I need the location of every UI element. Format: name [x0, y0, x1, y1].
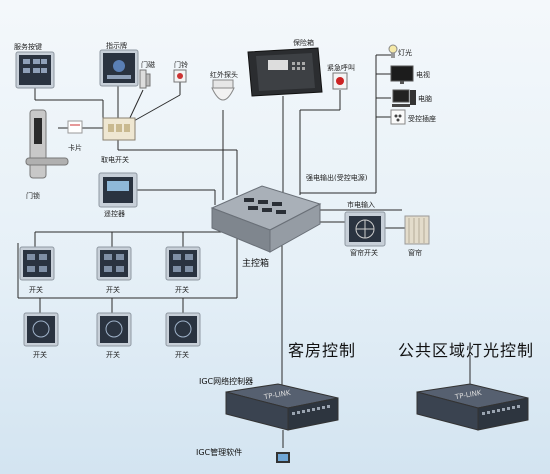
power-switch-label: 取电开关	[101, 156, 129, 164]
tv-label: 电视	[416, 71, 430, 79]
emergency-call-button	[332, 72, 348, 90]
lamp-label: 灯光	[398, 49, 412, 57]
switch-label-5: 开关	[106, 351, 120, 359]
main-control-box	[210, 185, 322, 253]
switch-label-6: 开关	[175, 351, 189, 359]
indicator-panel	[99, 49, 139, 87]
curtain-switch-label: 窗帘开关	[350, 249, 378, 257]
socket	[390, 109, 406, 125]
socket-label: 受控插座	[408, 115, 436, 123]
doorbell	[173, 69, 187, 83]
switch-panel-3	[165, 246, 201, 281]
switch-label-3: 开关	[175, 286, 189, 294]
room-control-title: 客房控制	[288, 341, 357, 360]
door-lock	[25, 109, 69, 179]
safe-label: 保险箱	[293, 39, 314, 47]
switch-panel-4	[23, 312, 59, 347]
curtain	[404, 215, 430, 245]
strong-power-output-label: 强电输出(受控电源)	[306, 174, 368, 182]
lamp	[388, 44, 398, 58]
igc-controller-label: IGC网络控制器	[199, 377, 254, 386]
computer-label: 电脑	[418, 95, 432, 103]
switch-panel-1	[19, 246, 55, 281]
computer	[392, 89, 416, 107]
emergency-call-label: 紧急呼叫	[327, 64, 355, 72]
doorbell-label: 门铃	[174, 61, 188, 69]
switch-label-1: 开关	[29, 286, 43, 294]
curtain-label: 窗帘	[408, 249, 422, 257]
remote-label: 遥控器	[104, 210, 125, 218]
switch-label-2: 开关	[106, 286, 120, 294]
card	[67, 120, 83, 134]
public-lighting-title: 公共区域灯光控制	[398, 341, 535, 360]
mains-input-label: 市电输入	[347, 201, 375, 209]
switch-panel-6	[165, 312, 201, 347]
service-button-panel	[15, 51, 55, 89]
igc-software-label: IGC管理软件	[196, 448, 243, 457]
remote-controller	[98, 172, 138, 208]
igc-software-icon	[276, 452, 290, 463]
igc-network-switch-room	[225, 383, 339, 431]
card-label: 卡片	[68, 144, 82, 152]
switch-panel-5	[96, 312, 132, 347]
ir-probe-label: 红外探头	[210, 71, 238, 79]
door-lock-label: 门锁	[26, 192, 40, 200]
door-magnet-label: 门磁	[141, 61, 155, 69]
ir-probe	[211, 79, 235, 101]
curtain-switch	[344, 211, 386, 247]
door-magnet	[139, 69, 151, 89]
main-box-label: 主控箱	[242, 259, 270, 269]
indicator-panel-label: 指示牌	[106, 42, 127, 50]
switch-label-4: 开关	[33, 351, 47, 359]
safe	[247, 47, 323, 97]
igc-network-switch-public	[416, 383, 529, 431]
service-button-label: 服务按键	[14, 43, 42, 51]
power-switch	[102, 117, 136, 141]
switch-panel-2	[96, 246, 132, 281]
tv	[390, 65, 414, 84]
